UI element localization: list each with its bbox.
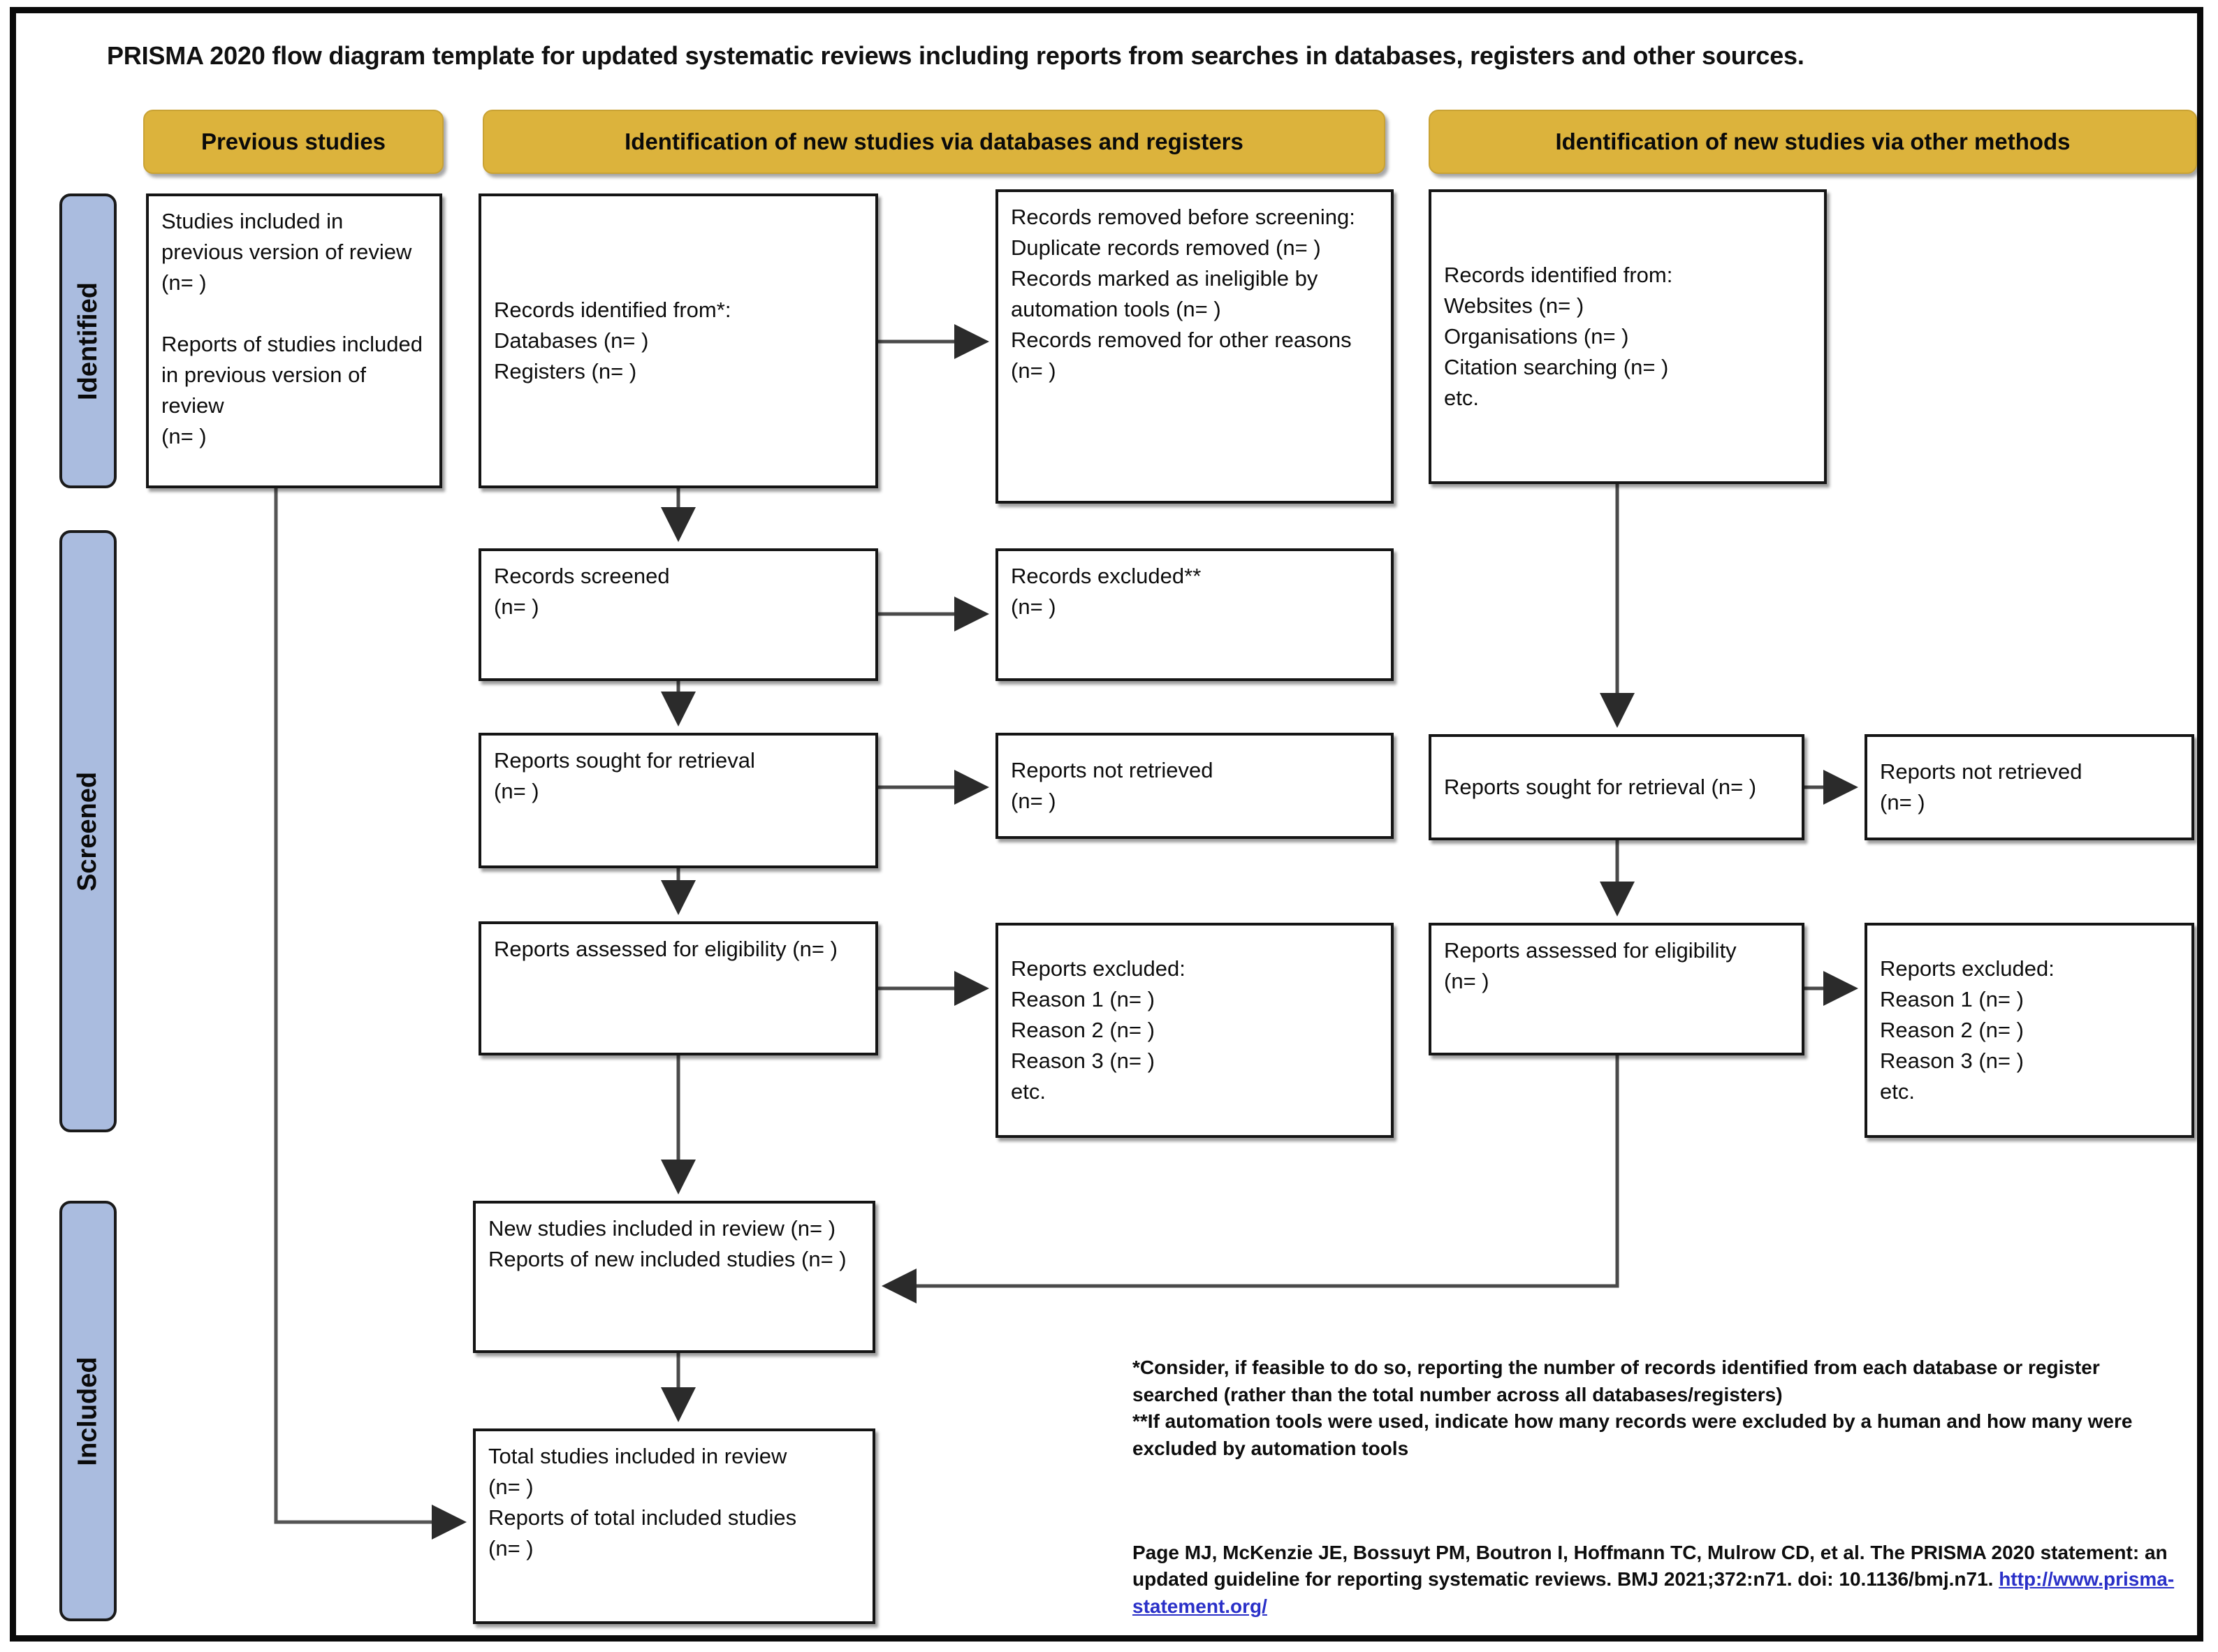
- box-records-identified-databases: Records identified from*: Databases (n= …: [479, 193, 878, 488]
- box-reports-sought-retrieval-other: Reports sought for retrieval (n= ): [1429, 734, 1804, 840]
- citation: Page MJ, McKenzie JE, Bossuyt PM, Boutro…: [1132, 1512, 2180, 1621]
- banner-previous-studies: Previous studies: [143, 110, 444, 174]
- box-reports-not-retrieved-other: Reports not retrieved (n= ): [1865, 734, 2194, 840]
- prisma-statement-link[interactable]: http://www.prisma-statement.org/: [1132, 1568, 2175, 1617]
- box-new-studies-included: New studies included in review (n= ) Rep…: [473, 1201, 875, 1353]
- diagram-frame: PRISMA 2020 flow diagram template for up…: [10, 7, 2203, 1642]
- box-records-identified-other-methods: Records identified from: Websites (n= ) …: [1429, 189, 1827, 484]
- box-reports-excluded: Reports excluded: Reason 1 (n= ) Reason …: [995, 923, 1394, 1138]
- box-total-studies-included: Total studies included in review (n= ) R…: [473, 1428, 875, 1624]
- box-reports-not-retrieved: Reports not retrieved (n= ): [995, 733, 1394, 839]
- box-records-excluded: Records excluded** (n= ): [995, 548, 1394, 681]
- stage-label-screened-text: Screened: [73, 771, 103, 891]
- stage-label-identified-text: Identified: [73, 282, 103, 400]
- box-records-screened: Records screened (n= ): [479, 548, 878, 681]
- box-reports-sought-retrieval: Reports sought for retrieval (n= ): [479, 733, 878, 868]
- stage-label-identified: Identified: [59, 193, 117, 488]
- box-reports-excluded-other: Reports excluded: Reason 1 (n= ) Reason …: [1865, 923, 2194, 1138]
- box-reports-assessed-eligibility: Reports assessed for eligibility (n= ): [479, 921, 878, 1055]
- citation-text: Page MJ, McKenzie JE, Bossuyt PM, Boutro…: [1132, 1541, 2168, 1591]
- banner-databases-registers: Identification of new studies via databa…: [483, 110, 1385, 174]
- page-title: PRISMA 2020 flow diagram template for up…: [107, 41, 1804, 70]
- banner-other-methods: Identification of new studies via other …: [1429, 110, 2197, 174]
- stage-label-included: Included: [59, 1201, 117, 1621]
- box-previous-studies: Studies included in previous version of …: [146, 193, 442, 488]
- stage-label-screened: Screened: [59, 530, 117, 1132]
- box-reports-assessed-eligibility-other: Reports assessed for eligibility (n= ): [1429, 923, 1804, 1055]
- footnotes: *Consider, if feasible to do so, reporti…: [1132, 1357, 2133, 1459]
- stage-label-included-text: Included: [73, 1356, 103, 1466]
- box-records-removed-before-screening: Records removed before screening: Duplic…: [995, 189, 1394, 504]
